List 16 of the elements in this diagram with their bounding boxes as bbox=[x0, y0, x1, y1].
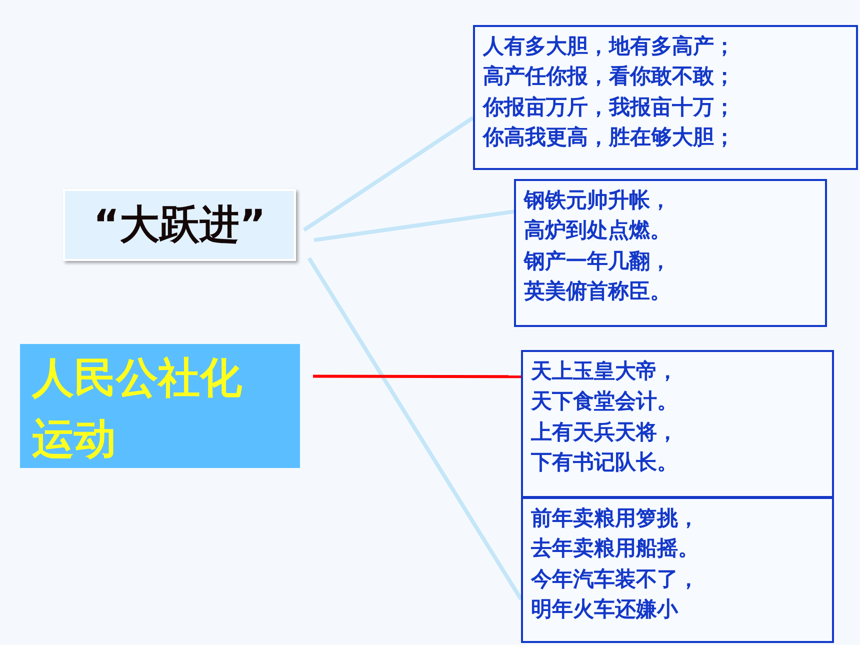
connector-line bbox=[307, 257, 523, 600]
topic-label: “大跃进” bbox=[93, 201, 266, 250]
poem-box bbox=[514, 179, 827, 327]
connector-line bbox=[314, 210, 514, 242]
poem-box bbox=[473, 25, 858, 170]
topic-box bbox=[63, 189, 296, 261]
poem-text: 人有多大胆，地有多高产；高产任你报，看你敢不敢；你报亩万斤，我报亩十万；你高我更高，胜在够大胆； bbox=[483, 33, 736, 152]
poem-text: 天上玉皇大帝，天下食堂会计。上有天兵天将，下有书记队长。 bbox=[531, 358, 679, 476]
poem-text: 钢铁元帅升帐，高炉到处点燃。钢产一年几翻，英美俯首称臣。 bbox=[524, 187, 672, 306]
connector-line bbox=[302, 116, 474, 232]
poem-box bbox=[521, 497, 834, 643]
topic-box bbox=[20, 344, 300, 468]
poem-text: 前年卖粮用箩挑，去年卖粮用船摇。今年汽车装不了，明年火车还嫌小 bbox=[531, 505, 700, 624]
connector-line bbox=[313, 374, 521, 378]
poem-box bbox=[521, 350, 834, 498]
topic-label: 人民公社化运动 bbox=[32, 352, 243, 465]
